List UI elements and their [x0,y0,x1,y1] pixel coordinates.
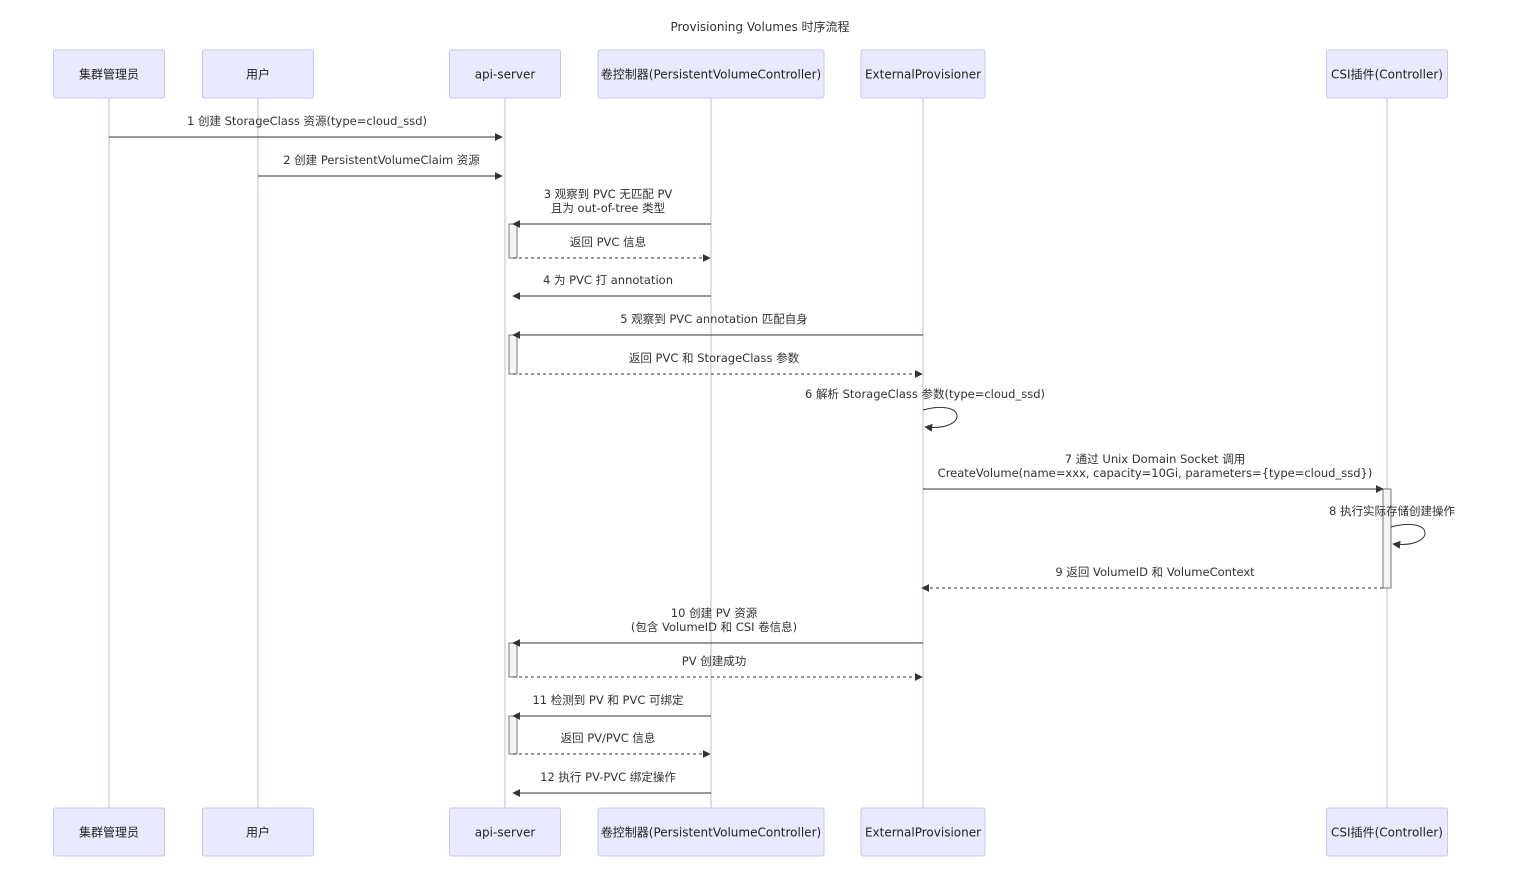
participant-top-pvc_ctrl: 卷控制器(PersistentVolumeController) [597,49,825,99]
activation-bar-4 [508,642,518,678]
participant-bottom-csi: CSI插件(Controller) [1326,807,1448,857]
message-12: 10 创建 PV 资源(包含 VolumeID 和 CSI 卷信息) [512,606,923,647]
participant-box [449,807,561,857]
message-5: 4 为 PVC 打 annotation [512,273,711,300]
participant-box [860,49,986,99]
message-11: 9 返回 VolumeID 和 VolumeContext [921,565,1383,592]
activation-bar-1 [508,223,518,259]
participant-top-csi: CSI插件(Controller) [1326,49,1448,99]
message-13: PV 创建成功 [513,654,923,681]
participant-top-user: 用户 [202,49,314,99]
participants-bottom: 集群管理员 用户 api-server 卷控制器(PersistentVolumeCo… [53,807,1448,857]
message-2: 2 创建 PersistentVolumeClaim 资源 [258,153,503,180]
self-message-arrow [1390,523,1426,549]
participant-bottom-pvc_ctrl: 卷控制器(PersistentVolumeController) [597,807,825,857]
participant-box [202,49,314,99]
message-label: 7 通过 Unix Domain Socket 调用 [1065,452,1245,466]
participant-bottom-user: 用户 [202,807,314,857]
participant-label: 集群管理员 [79,825,139,840]
participant-bottom-api: api-server [449,807,561,857]
participant-label: 集群管理员 [79,67,139,82]
participant-box [1326,807,1448,857]
messages: 1 创建 StorageClass 资源(type=cloud_ssd) 2 创建… [109,114,1455,797]
participant-box [1326,49,1448,99]
message-label: 8 执行实际存储创建操作 [1329,504,1455,518]
message-1: 1 创建 StorageClass 资源(type=cloud_ssd) [109,114,503,141]
participant-label: api-server [475,68,536,82]
message-label: 1 创建 StorageClass 资源(type=cloud_ssd) [187,114,427,128]
message-label: 5 观察到 PVC annotation 匹配自身 [620,312,808,326]
lifelines [108,98,1388,808]
activation-bar-3 [1382,488,1392,589]
self-message-arrow [922,406,958,432]
participant-box [53,49,165,99]
message-label: (包含 VolumeID 和 CSI 卷信息) [631,620,797,634]
activation-bar-5 [508,715,518,755]
message-label: 3 观察到 PVC 无匹配 PV [544,187,673,201]
message-label: 2 创建 PersistentVolumeClaim 资源 [283,153,480,167]
message-10: 8 执行实际存储创建操作 [1329,504,1455,549]
activation-bar-2 [508,334,518,375]
participant-label: 卷控制器(PersistentVolumeController) [601,825,821,840]
message-16: 12 执行 PV-PVC 绑定操作 [512,770,711,797]
participant-box [597,49,825,99]
message-label: 且为 out-of-tree 类型 [551,201,665,215]
participant-label: 用户 [246,67,270,82]
message-6: 5 观察到 PVC annotation 匹配自身 [512,312,923,339]
participant-label: CSI插件(Controller) [1331,68,1443,82]
participant-box [53,807,165,857]
message-14: 11 检测到 PV 和 PVC 可绑定 [512,693,711,720]
participant-box [597,807,825,857]
message-7: 返回 PVC 和 StorageClass 参数 [513,351,923,378]
participant-label: CSI插件(Controller) [1331,826,1443,840]
message-label: CreateVolume(name=xxx, capacity=10Gi, pa… [938,466,1373,480]
participant-top-ext: ExternalProvisioner [860,49,986,99]
message-4: 返回 PVC 信息 [513,235,711,262]
message-label: 返回 PVC 信息 [570,235,646,249]
message-label: 11 检测到 PV 和 PVC 可绑定 [532,693,684,707]
participant-top-api: api-server [449,49,561,99]
message-9: 7 通过 Unix Domain Socket 调用CreateVolume(n… [923,452,1384,493]
participant-label: 用户 [246,825,270,840]
message-15: 返回 PV/PVC 信息 [513,731,711,758]
participant-box [202,807,314,857]
diagram-title: Provisioning Volumes 时序流程 [670,19,849,34]
participant-label: ExternalProvisioner [865,68,981,82]
message-label: 返回 PV/PVC 信息 [561,731,656,745]
participant-label: 卷控制器(PersistentVolumeController) [601,67,821,82]
message-label: 12 执行 PV-PVC 绑定操作 [540,770,676,784]
message-label: 返回 PVC 和 StorageClass 参数 [629,351,800,365]
participant-box [449,49,561,99]
participants-top: 集群管理员 用户 api-server 卷控制器(PersistentVolumeCo… [53,49,1448,99]
message-8: 6 解析 StorageClass 参数(type=cloud_ssd) [805,387,1045,432]
message-label: 10 创建 PV 资源 [671,606,758,620]
message-label: 6 解析 StorageClass 参数(type=cloud_ssd) [805,387,1045,401]
participant-label: api-server [475,826,536,840]
message-label: 9 返回 VolumeID 和 VolumeContext [1055,565,1255,579]
participant-bottom-ext: ExternalProvisioner [860,807,986,857]
message-label: PV 创建成功 [682,654,746,668]
message-label: 4 为 PVC 打 annotation [543,273,673,287]
participant-bottom-admin: 集群管理员 [53,807,165,857]
participant-label: ExternalProvisioner [865,826,981,840]
participant-top-admin: 集群管理员 [53,49,165,99]
participant-box [860,807,986,857]
